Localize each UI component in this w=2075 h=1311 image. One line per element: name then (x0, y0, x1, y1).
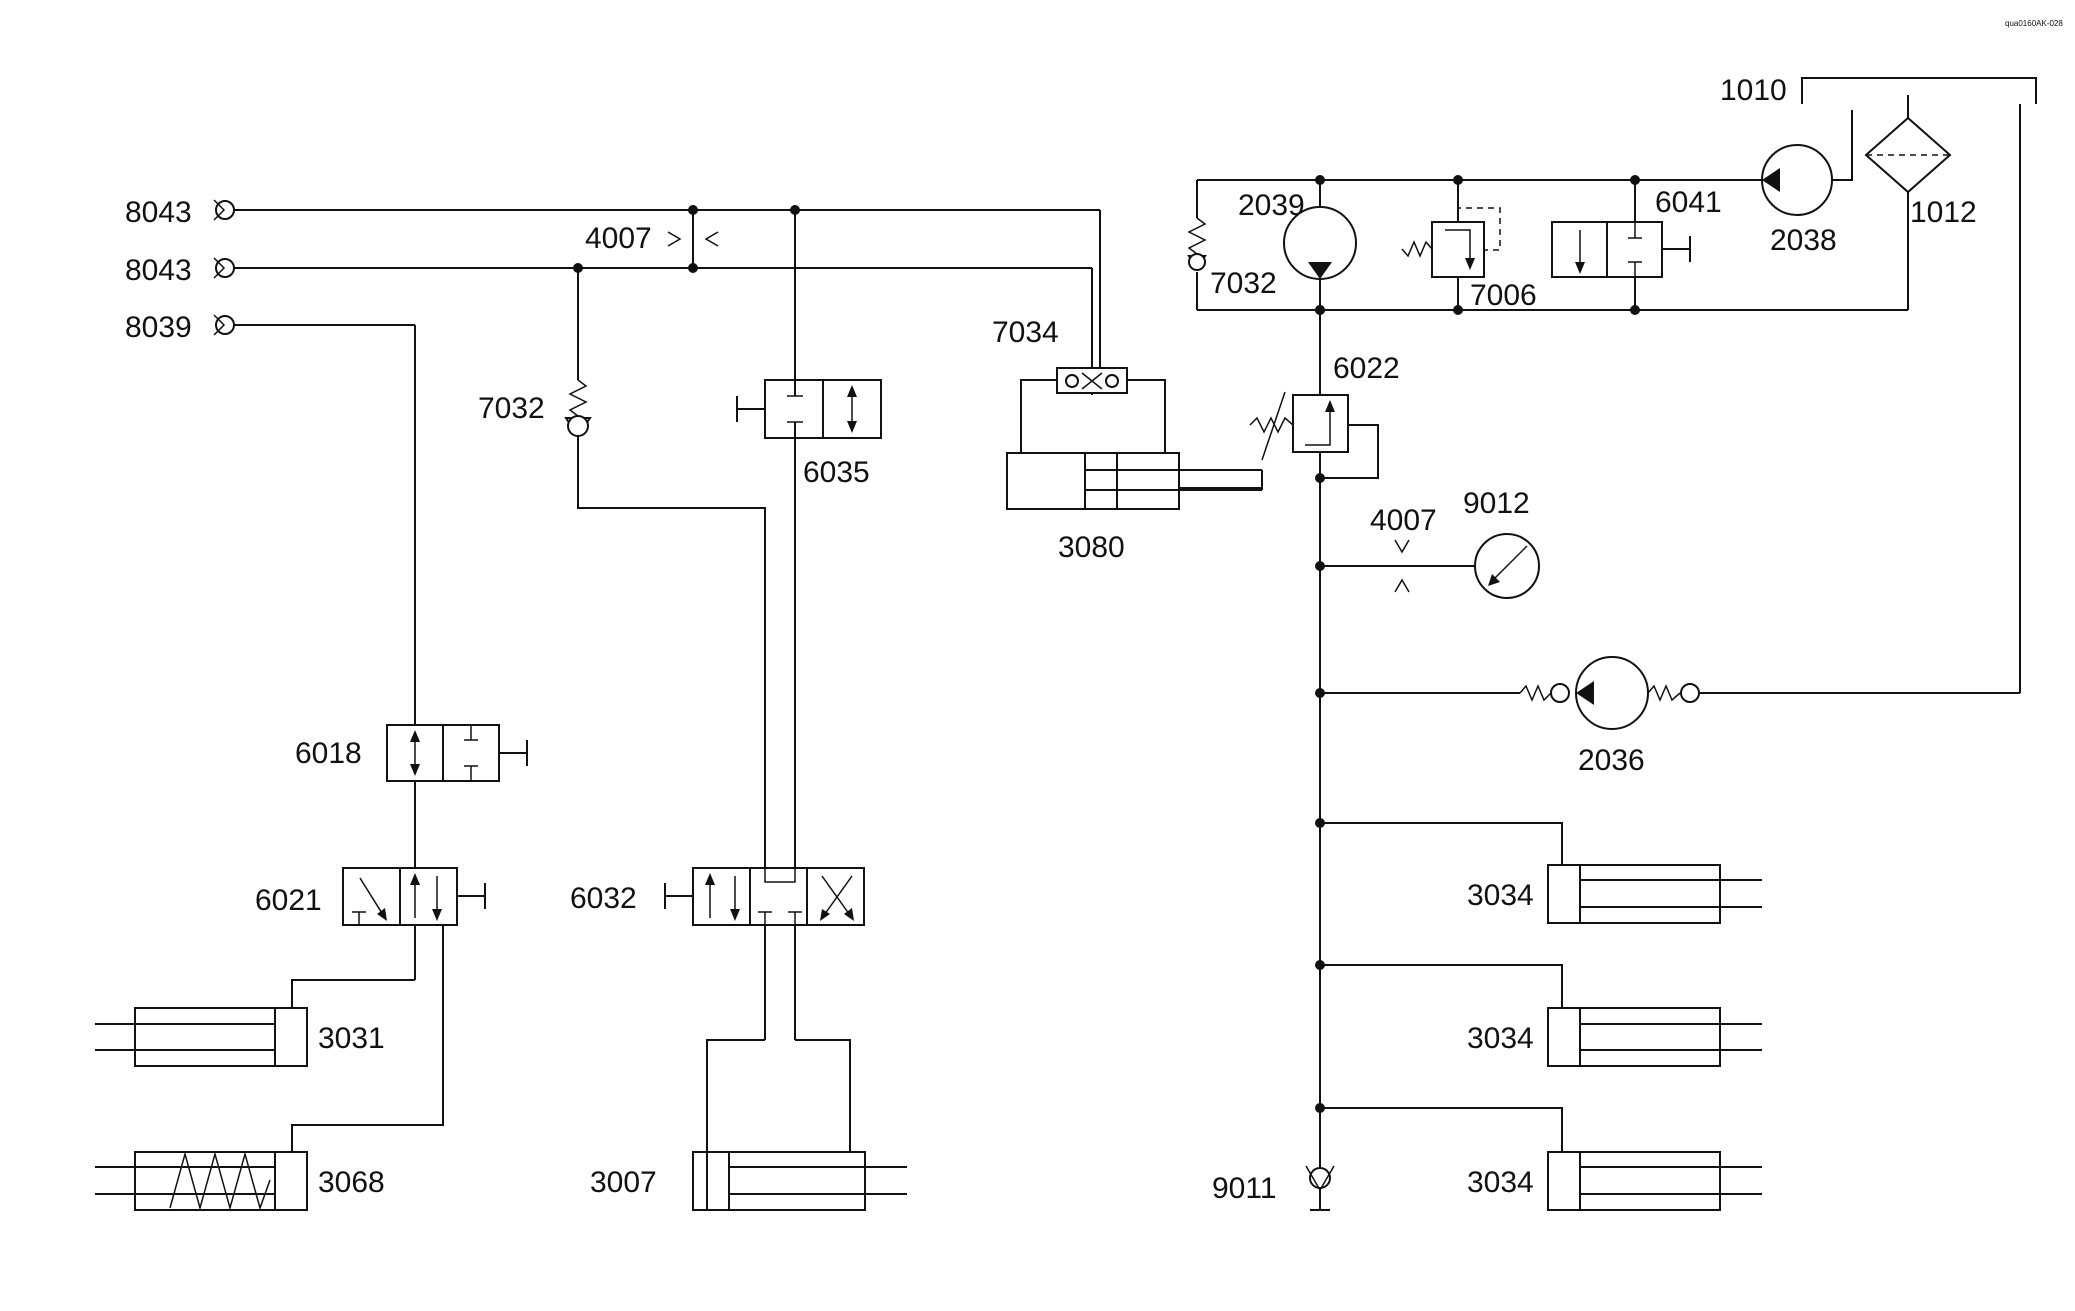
label-valve-6022: 6022 (1333, 352, 1400, 385)
label-throttle-4007-mid: 4007 (1370, 504, 1437, 537)
label-motor-2036: 2036 (1578, 744, 1645, 777)
label-cyl-3034-b: 3034 (1467, 1022, 1534, 1055)
label-reservoir: 1010 (1720, 74, 1787, 107)
label-port-8039: 8039 (125, 311, 192, 344)
left-circuit: 4007 8043 8043 8039 7032 (95, 196, 1100, 1211)
filter-1012 (1864, 95, 1952, 310)
main-supply-circuit: 1010 1012 2038 (1160, 74, 2037, 1211)
check-valve-7032-top (1187, 217, 1207, 271)
label-valve-6041: 6041 (1655, 186, 1722, 219)
label-gauge-9012: 9012 (1463, 487, 1530, 520)
cylinder-3034-b (1320, 964, 1762, 1067)
label-valve-6021: 6021 (255, 884, 322, 917)
label-check-7032-left: 7032 (478, 392, 545, 425)
throttle-4007-mid (1320, 539, 1475, 593)
valve-6032 (664, 867, 865, 1040)
label-cyl-3068: 3068 (318, 1166, 385, 1199)
pump-2038 (1761, 110, 1853, 216)
port-8043-b (213, 257, 235, 279)
cylinder-3080-group (1006, 379, 1263, 510)
label-port-8043-b: 8043 (125, 254, 192, 287)
cylinder-3034-a (1320, 822, 1762, 924)
label-cyl-3007: 3007 (590, 1166, 657, 1199)
shuttle-valve-7034 (1056, 210, 1128, 394)
fitting-9011 (1305, 1165, 1335, 1211)
corner-code: qua0160AK-028 (2005, 19, 2063, 28)
label-cyl-3080: 3080 (1058, 531, 1125, 564)
motor-2039 (1283, 180, 1357, 310)
motor-2036 (1320, 656, 2020, 730)
valve-6041 (1551, 180, 1691, 310)
label-shuttle-7034: 7034 (992, 316, 1059, 349)
label-fitting-9011: 9011 (1212, 1172, 1277, 1205)
cylinder-3068 (95, 1151, 308, 1211)
valve-6035 (736, 210, 882, 868)
label-cyl-3031: 3031 (318, 1022, 385, 1055)
gauge-9012 (1474, 533, 1540, 599)
cylinder-3034-c (1320, 1107, 1762, 1211)
label-pump-main: 2038 (1770, 224, 1837, 257)
cylinder-3031 (95, 1007, 308, 1067)
label-motor-2039: 2039 (1238, 189, 1305, 222)
label-valve-6018: 6018 (295, 737, 362, 770)
reservoir-1010 (1801, 77, 2037, 693)
label-relief-7006: 7006 (1470, 279, 1537, 312)
label-check-7032-top: 7032 (1210, 267, 1277, 300)
valve-6022 (1160, 391, 1379, 489)
port-8039 (213, 314, 235, 336)
label-cyl-3034-a: 3034 (1467, 879, 1534, 912)
throttle-4007-top (667, 210, 719, 268)
check-valve-7032-left (564, 268, 766, 868)
label-filter: 1012 (1910, 196, 1977, 229)
label-port-8043-a: 8043 (125, 196, 192, 229)
valve-6021 (291, 867, 486, 1152)
valve-6018 (386, 325, 528, 868)
label-valve-6032: 6032 (570, 882, 637, 915)
cylinder-3007 (692, 1039, 907, 1211)
port-8043-a (213, 199, 235, 221)
relief-valve-7006 (1401, 180, 1501, 310)
label-cyl-3034-c: 3034 (1467, 1166, 1534, 1199)
label-throttle-4007-top: 4007 (585, 222, 652, 255)
label-valve-6035: 6035 (803, 456, 870, 489)
